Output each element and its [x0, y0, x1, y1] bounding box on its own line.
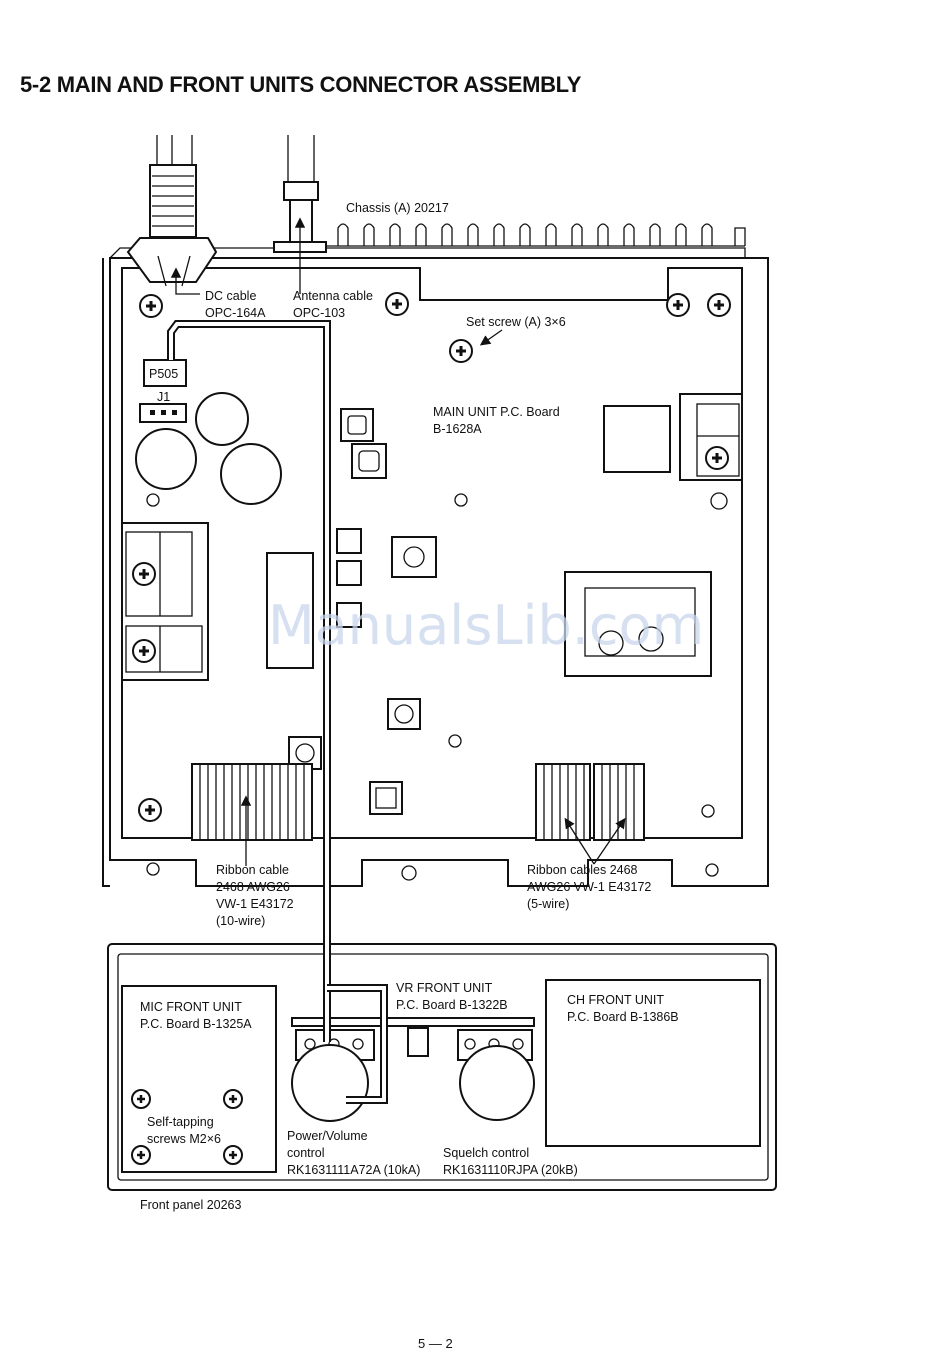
self-tapping-label: Self-tapping	[147, 1115, 214, 1129]
set-screw-label: Set screw (A) 3×6	[466, 315, 566, 329]
mic-front-label: MIC FRONT UNIT	[140, 1000, 242, 1014]
p505-label: P505	[149, 367, 178, 381]
power-volume-label-2: control	[287, 1146, 325, 1160]
ribbon-right-label-3: (5-wire)	[527, 897, 569, 911]
front-panel	[107, 943, 777, 1191]
j1-label: J1	[157, 390, 170, 404]
page-number: 5 — 2	[418, 1336, 453, 1351]
ribbon-right-label-1: Ribbon cables 2468	[527, 863, 638, 877]
interconnect-cable	[167, 320, 388, 1104]
ribbon-left-label-1: Ribbon cable	[216, 863, 289, 877]
main-unit-part: B-1628A	[433, 422, 482, 436]
watermark: ManualsLib.com	[268, 594, 704, 657]
ch-front-label: CH FRONT UNIT	[567, 993, 664, 1007]
ribbon-left-label-3: VW-1 E43172	[216, 897, 294, 911]
ribbon-left-label-2: 2468 AWG26	[216, 880, 290, 894]
page-title: 5-2 MAIN AND FRONT UNITS CONNECTOR ASSEM…	[20, 72, 582, 97]
main-chassis	[102, 135, 769, 887]
dc-cable-part: OPC-164A	[205, 306, 266, 320]
vr-front-part: P.C. Board B-1322B	[396, 998, 508, 1012]
squelch-label: Squelch control	[443, 1146, 529, 1160]
dc-cable-label: DC cable	[205, 289, 256, 303]
mic-front-part: P.C. Board B-1325A	[140, 1017, 252, 1031]
self-tapping-part: screws M2×6	[147, 1132, 221, 1146]
main-unit-label: MAIN UNIT P.C. Board	[433, 405, 560, 419]
squelch-part: RK1631110RJPA (20kB)	[443, 1163, 578, 1177]
ribbon-left-label-4: (10-wire)	[216, 914, 265, 928]
ribbon-right-label-2: AWG26 VW-1 E43172	[527, 880, 651, 894]
vr-front-label: VR FRONT UNIT	[396, 981, 493, 995]
leader-lines	[170, 217, 626, 866]
antenna-cable-part: OPC-103	[293, 306, 345, 320]
power-volume-label: Power/Volume	[287, 1129, 368, 1143]
power-volume-part: RK1631111A72A (10kA)	[287, 1163, 420, 1177]
ch-front-part: P.C. Board B-1386B	[567, 1010, 679, 1024]
front-panel-label: Front panel 20263	[140, 1198, 242, 1212]
chassis-label: Chassis (A) 20217	[346, 201, 449, 215]
antenna-cable-label: Antenna cable	[293, 289, 373, 303]
